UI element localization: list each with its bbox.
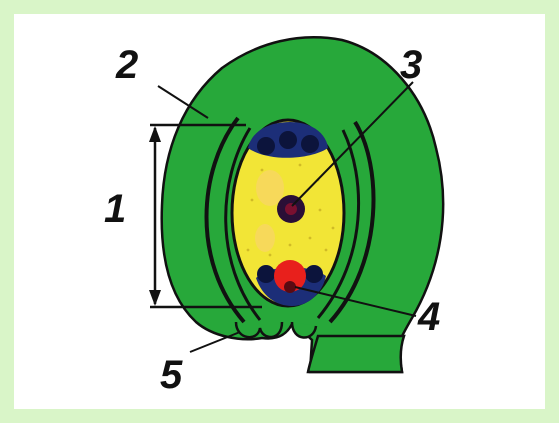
- synergid-cell: [305, 265, 323, 283]
- funiculus: [308, 336, 404, 372]
- synergid-cell: [257, 265, 275, 283]
- arrow-head-down: [149, 290, 161, 306]
- central-nucleus-core: [285, 203, 297, 215]
- antipodal-cell: [257, 137, 275, 155]
- leader-line-5: [190, 332, 240, 352]
- vacuole: [255, 224, 275, 252]
- label-4: 4: [417, 295, 440, 339]
- label-1: 1: [104, 187, 126, 231]
- vacuole: [256, 170, 284, 206]
- antipodal-cell: [279, 131, 297, 149]
- antipodal-cell: [301, 135, 319, 153]
- label-3: 3: [400, 43, 422, 87]
- label-2: 2: [115, 43, 138, 87]
- arrow-head-up: [149, 126, 161, 142]
- egg-nucleus: [284, 281, 296, 293]
- label-5: 5: [160, 353, 183, 397]
